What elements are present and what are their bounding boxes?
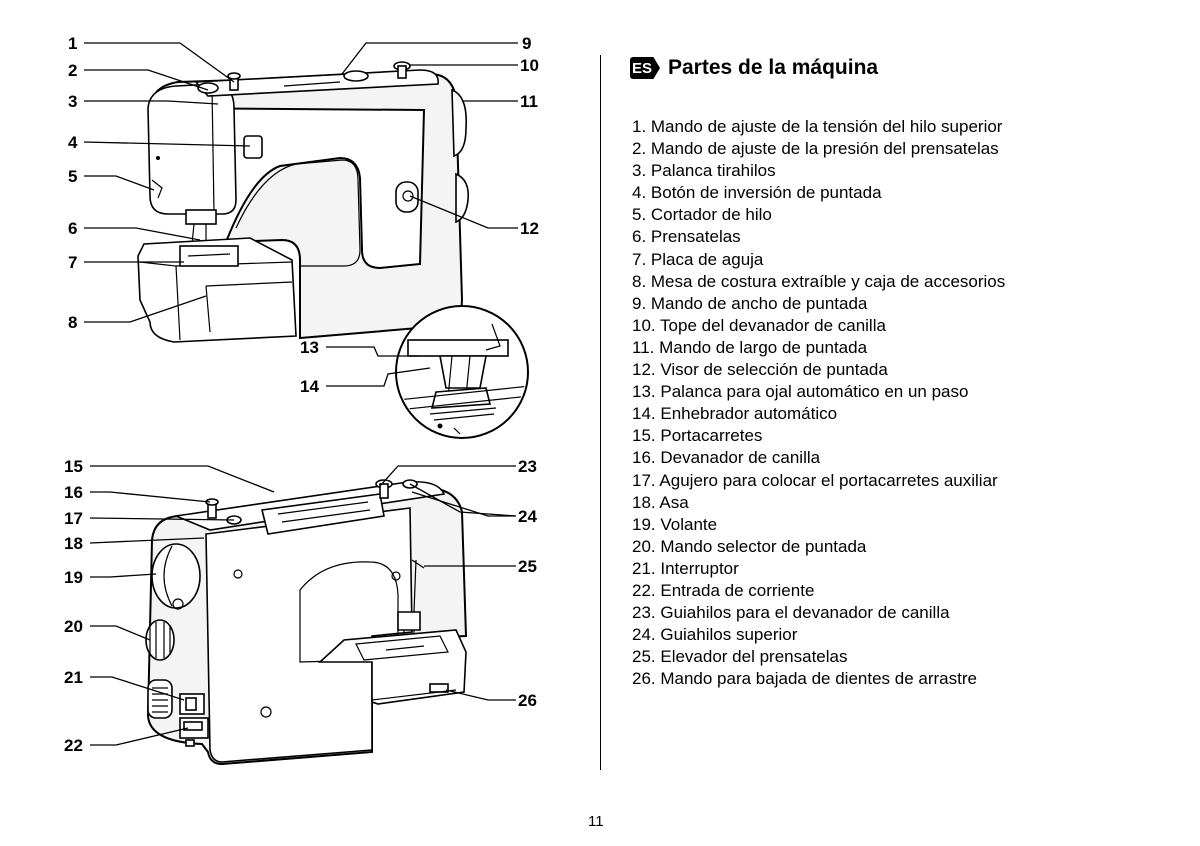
list-item: 19. Volante [632, 514, 718, 534]
callout-3: 3 [68, 92, 77, 111]
front-view-machine [137, 61, 470, 343]
list-item: 3. Palanca tirahilos [632, 161, 776, 181]
list-item: 2. Mando de ajuste de la presión del pre… [632, 139, 999, 159]
callout-16: 16 [64, 483, 83, 502]
callout-8: 8 [68, 313, 77, 332]
list-item: 9. Mando de ancho de puntada [632, 293, 868, 313]
list-item: 5. Cortador de hilo [632, 205, 772, 225]
machine-diagrams: 1 2 3 4 5 6 7 8 9 10 11 12 13 14 15 16 1… [64, 34, 539, 766]
callout-4: 4 [68, 133, 78, 152]
list-item: 15. Portacarretes [632, 426, 763, 446]
page-number: 11 [588, 813, 604, 830]
list-item: 24. Guiahilos superior [632, 625, 798, 645]
list-item: 25. Elevador del prensatelas [632, 647, 848, 667]
callout-17: 17 [64, 509, 83, 528]
parts-list: 1. Mando de ajuste de la tensión del hil… [632, 116, 1005, 690]
back-leader-lines [89, 465, 517, 746]
callout-14: 14 [300, 377, 319, 396]
list-item: 18. Asa [632, 492, 689, 512]
language-badge-icon: ES [630, 57, 660, 79]
callout-26: 26 [518, 691, 537, 710]
callout-19: 19 [64, 568, 83, 587]
callout-23: 23 [518, 457, 537, 476]
list-item: 10. Tope del devanador de canilla [632, 315, 886, 335]
list-item: 16. Devanador de canilla [632, 448, 821, 468]
callout-11: 11 [520, 92, 538, 111]
callout-15: 15 [64, 457, 83, 476]
list-item: 1. Mando de ajuste de la tensión del hil… [632, 117, 1003, 136]
list-item: 8. Mesa de costura extraíble y caja de a… [632, 271, 1006, 291]
list-item: 26. Mando para bajada de dientes de arra… [632, 669, 977, 689]
list-item: 20. Mando selector de puntada [632, 536, 867, 556]
callout-1: 1 [68, 34, 77, 53]
callout-6: 6 [68, 219, 77, 238]
list-item: 11. Mando de largo de puntada [632, 337, 868, 357]
front-leader-lines [83, 42, 518, 387]
list-item: 17. Agujero para colocar el portacarrete… [632, 470, 998, 490]
callout-22: 22 [64, 736, 83, 755]
back-view-machine [145, 479, 468, 766]
list-item: 21. Interruptor [632, 558, 739, 578]
section-title: Partes de la máquina [668, 56, 879, 79]
list-item: 12. Visor de selección de puntada [632, 360, 888, 380]
callout-12: 12 [520, 219, 539, 238]
back-callouts: 15 16 17 18 19 20 21 22 23 24 25 26 [64, 457, 537, 755]
callout-20: 20 [64, 617, 83, 636]
zoom-detail-circle [395, 305, 529, 439]
callout-2: 2 [68, 61, 77, 80]
callout-18: 18 [64, 534, 83, 553]
list-item: 4. Botón de inversión de puntada [632, 183, 882, 203]
list-item: 7. Placa de aguja [632, 249, 764, 269]
callout-13: 13 [300, 338, 319, 357]
callout-25: 25 [518, 557, 537, 576]
section-header: ES Partes de la máquina [630, 56, 878, 80]
list-item: 23. Guiahilos para el devanador de canil… [632, 603, 950, 623]
callout-21: 21 [64, 668, 83, 687]
front-callouts: 1 2 3 4 5 6 7 8 9 10 11 12 13 14 [68, 34, 539, 396]
list-item: 22. Entrada de corriente [632, 580, 815, 600]
callout-24: 24 [518, 507, 537, 526]
list-item: 13. Palanca para ojal automático en un p… [632, 382, 969, 402]
column-divider [600, 55, 601, 770]
callout-5: 5 [68, 167, 77, 186]
callout-10: 10 [520, 56, 539, 75]
list-item: 6. Prensatelas [632, 227, 741, 247]
callout-9: 9 [522, 34, 531, 53]
list-item: 14. Enhebrador automático [632, 404, 838, 424]
callout-7: 7 [68, 253, 77, 272]
